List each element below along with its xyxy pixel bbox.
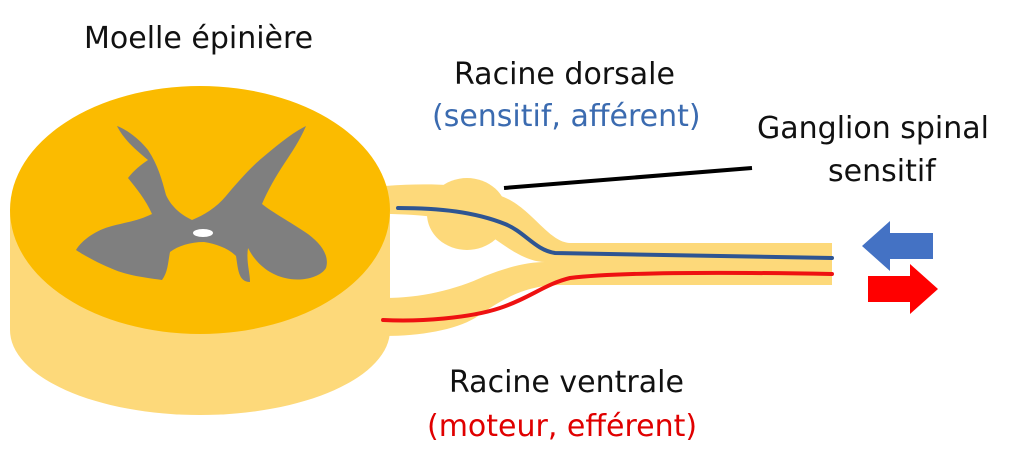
spinal-cord-label: Moelle épinière — [84, 24, 313, 54]
ventral-root-label: Racine ventrale — [449, 368, 684, 398]
spinal-cord-top — [10, 86, 390, 334]
ganglion-label-line2: sensitif — [828, 157, 936, 187]
dorsal-root-sublabel: (sensitif, afférent) — [432, 102, 701, 132]
dorsal-root-label: Racine dorsale — [454, 60, 675, 90]
spinal-cord — [10, 86, 390, 415]
ganglion-label-line1: Ganglion spinal — [757, 114, 989, 144]
ventral-root-sublabel: (moteur, efférent) — [427, 412, 697, 442]
afferent-arrow-icon — [862, 221, 933, 271]
efferent-arrow-icon — [868, 264, 938, 314]
direction-arrows — [862, 221, 938, 314]
ganglion-pointer-line — [504, 168, 752, 188]
central-canal — [193, 229, 213, 237]
